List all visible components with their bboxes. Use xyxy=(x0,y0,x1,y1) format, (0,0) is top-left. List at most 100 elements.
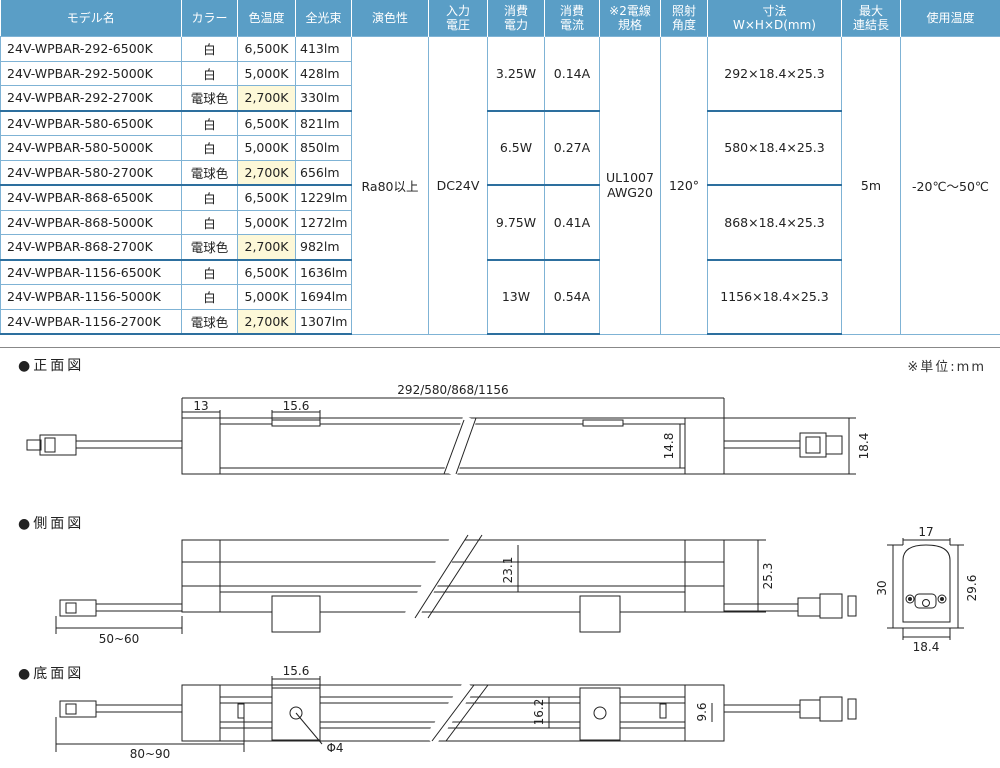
cct-cell: 6,500K xyxy=(237,110,296,136)
model-cell: 24V-WPBAR-868-6500K xyxy=(0,184,182,211)
dim-end-30: 30 xyxy=(875,580,889,595)
model-cell: 24V-WPBAR-868-2700K xyxy=(0,234,182,261)
color-cell: 白 xyxy=(181,259,238,285)
header-cell: カラー xyxy=(181,0,238,37)
power-cell: 6.5W xyxy=(487,110,545,186)
dim-cable-80-90: 80~90 xyxy=(130,747,171,761)
header-cell: 消費 電流 xyxy=(544,0,600,37)
bottom-view-drawing xyxy=(55,676,857,752)
header-cell: 全光束 xyxy=(295,0,352,37)
power-cell: 3.25W xyxy=(487,36,545,112)
max-length-cell: 5m xyxy=(841,36,901,335)
dim-bottom-clip: 15.6 xyxy=(283,664,310,678)
color-cell: 白 xyxy=(181,135,238,161)
lumen-cell: 1636lm xyxy=(295,259,352,285)
color-cell: 電球色 xyxy=(181,308,238,335)
cct-cell: 5,000K xyxy=(237,135,296,161)
dim-162: 16.2 xyxy=(532,699,546,726)
size-cell: 868×18.4×25.3 xyxy=(707,184,842,261)
dim-cable-50-60: 50~60 xyxy=(99,632,140,646)
dim-height-148: 14.8 xyxy=(662,433,676,460)
cct-cell: 6,500K xyxy=(237,36,296,62)
color-cell: 白 xyxy=(181,209,238,235)
unit-note: ※単位:mm xyxy=(907,360,986,375)
lumen-cell: 850lm xyxy=(295,135,352,161)
current-cell: 0.41A xyxy=(544,184,600,261)
cct-cell: 5,000K xyxy=(237,209,296,235)
divider xyxy=(0,347,1000,348)
cct-cell: 2,700K xyxy=(237,234,296,261)
color-cell: 白 xyxy=(181,110,238,136)
wire-cell: UL1007 AWG20 xyxy=(599,36,661,335)
size-cell: 580×18.4×25.3 xyxy=(707,110,842,186)
end-view-drawing xyxy=(887,538,964,640)
model-cell: 24V-WPBAR-580-2700K xyxy=(0,159,182,186)
bottom-view-title: ●底面図 xyxy=(18,666,85,682)
header-cell: 入力 電圧 xyxy=(428,0,488,37)
lumen-cell: 1307lm xyxy=(295,308,352,335)
dim-hole: Φ4 xyxy=(326,741,343,755)
front-view-title: ●正面図 xyxy=(18,358,85,374)
lumen-cell: 1229lm xyxy=(295,184,352,211)
cct-cell: 2,700K xyxy=(237,159,296,186)
dim-253: 25.3 xyxy=(761,563,775,590)
table-header-row: モデル名カラー色温度全光束演色性入力 電圧消費 電力消費 電流※2電線 規格照射… xyxy=(0,0,1000,37)
header-cell: 色温度 xyxy=(237,0,296,37)
dim-end-17: 17 xyxy=(918,525,933,539)
cct-cell: 5,000K xyxy=(237,60,296,86)
cct-cell: 2,700K xyxy=(237,85,296,112)
lumen-cell: 330lm xyxy=(295,85,352,112)
dim-length: 292/580/868/1156 xyxy=(397,383,508,397)
lumen-cell: 821lm xyxy=(295,110,352,136)
side-view-title: ●側面図 xyxy=(18,516,85,532)
header-cell: 演色性 xyxy=(351,0,429,37)
model-cell: 24V-WPBAR-1156-5000K xyxy=(0,284,182,310)
spec-table: モデル名カラー色温度全光束演色性入力 電圧消費 電力消費 電流※2電線 規格照射… xyxy=(0,0,1000,335)
model-cell: 24V-WPBAR-1156-2700K xyxy=(0,308,182,335)
model-cell: 24V-WPBAR-292-6500K xyxy=(0,36,182,62)
dim-end-184: 18.4 xyxy=(913,640,940,654)
model-cell: 24V-WPBAR-1156-6500K xyxy=(0,259,182,285)
current-cell: 0.54A xyxy=(544,259,600,335)
size-cell: 1156×18.4×25.3 xyxy=(707,259,842,335)
dim-end-296: 29.6 xyxy=(965,575,979,602)
lumen-cell: 656lm xyxy=(295,159,352,186)
header-cell: 寸法 W×H×D(mm) xyxy=(707,0,842,37)
dim-clip-width: 15.6 xyxy=(283,399,310,413)
front-view-drawing xyxy=(26,397,856,477)
dim-96: 9.6 xyxy=(695,702,709,721)
model-cell: 24V-WPBAR-292-2700K xyxy=(0,85,182,112)
color-cell: 電球色 xyxy=(181,234,238,261)
model-cell: 24V-WPBAR-292-5000K xyxy=(0,60,182,86)
dim-end-cap: 13 xyxy=(193,399,208,413)
power-cell: 9.75W xyxy=(487,184,545,261)
power-cell: 13W xyxy=(487,259,545,335)
header-cell: 最大 連結長 xyxy=(841,0,901,37)
side-view-drawing xyxy=(55,531,857,634)
current-cell: 0.27A xyxy=(544,110,600,186)
cri-cell: Ra80以上 xyxy=(351,36,429,335)
color-cell: 白 xyxy=(181,284,238,310)
header-cell: 消費 電力 xyxy=(487,0,545,37)
cct-cell: 6,500K xyxy=(237,184,296,211)
header-cell: ※2電線 規格 xyxy=(599,0,661,37)
dim-231: 23.1 xyxy=(501,557,515,584)
header-cell: モデル名 xyxy=(0,0,182,37)
current-cell: 0.14A xyxy=(544,36,600,112)
dim-height-184: 18.4 xyxy=(857,433,871,460)
cct-cell: 2,700K xyxy=(237,308,296,335)
header-cell: 照射 角度 xyxy=(660,0,708,37)
angle-cell: 120° xyxy=(660,36,708,335)
model-cell: 24V-WPBAR-580-5000K xyxy=(0,135,182,161)
